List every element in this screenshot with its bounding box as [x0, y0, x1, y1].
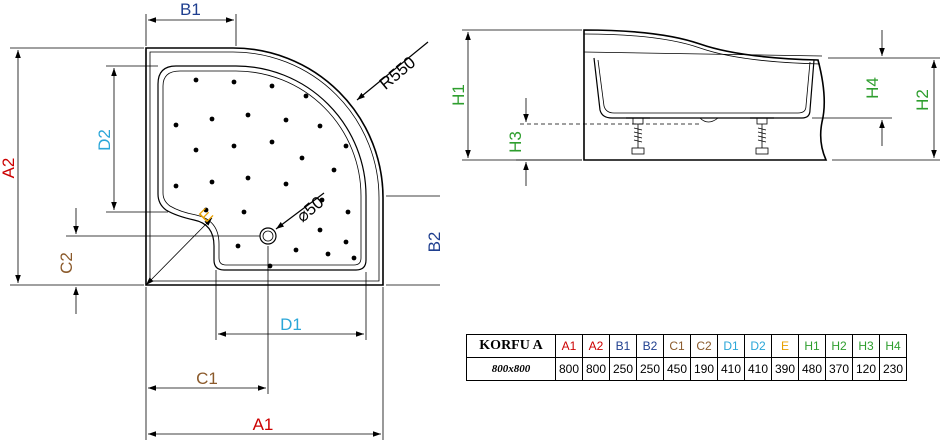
header-cell: A2	[582, 334, 610, 358]
anti-slip-dot	[269, 83, 275, 89]
drain-outlet	[259, 227, 277, 245]
anti-slip-dot	[173, 122, 179, 128]
header-cell: D2	[744, 334, 772, 358]
label-C1: C1	[196, 369, 218, 388]
label-C2: C2	[57, 252, 76, 274]
header-cell: H2	[825, 334, 853, 358]
anti-slip-dot	[209, 116, 215, 122]
value-cell: 370	[825, 357, 853, 381]
value-cell: 410	[744, 357, 772, 381]
anti-slip-dot	[231, 143, 237, 149]
anti-slip-dot	[317, 227, 323, 233]
label-A1: A1	[253, 415, 274, 434]
tray-outline	[145, 47, 384, 286]
tray-side-basin	[593, 57, 815, 119]
value-cell: 390	[771, 357, 799, 381]
label-B1: B1	[180, 0, 201, 19]
anti-slip-dot	[343, 239, 349, 245]
anti-slip-dot	[203, 207, 209, 213]
anti-slip-dots	[173, 77, 357, 269]
header-cell: D1	[717, 334, 745, 358]
label-D2: D2	[95, 129, 114, 151]
anti-slip-dot	[303, 93, 309, 99]
anti-slip-dot	[283, 181, 289, 187]
value-cell: 450	[663, 357, 691, 381]
model-size: 800x800	[466, 357, 556, 381]
leg-left	[626, 117, 650, 155]
label-H2: H2	[913, 89, 932, 111]
anti-slip-dot	[345, 209, 351, 215]
label-D1: D1	[280, 315, 302, 334]
header-cell: H3	[852, 334, 880, 358]
label-radius: R550	[376, 53, 419, 94]
header-cell: H4	[879, 334, 907, 358]
tray-side-body	[583, 29, 828, 161]
anti-slip-dot	[343, 143, 349, 149]
anti-slip-dot	[283, 117, 289, 123]
anti-slip-dot	[193, 77, 199, 83]
header-cell: C2	[690, 334, 718, 358]
anti-slip-dot	[235, 243, 241, 249]
anti-slip-dot	[269, 139, 275, 145]
anti-slip-dot	[245, 175, 251, 181]
label-E: E	[195, 205, 216, 226]
tray-basin	[157, 65, 367, 271]
header-cell: B2	[636, 334, 664, 358]
plan-view: R550 ⌀50 E B1 A2 D2 C2 B2	[0, 0, 444, 440]
anti-slip-dot	[319, 197, 325, 203]
anti-slip-dot	[209, 179, 215, 185]
value-cell: 480	[798, 357, 826, 381]
value-cell: 410	[717, 357, 745, 381]
header-cell: H1	[798, 334, 826, 358]
header-cell: E	[771, 334, 799, 358]
table-row: 800x800 800 800 250 250 450 190 410 410 …	[466, 357, 907, 381]
anti-slip-dot	[173, 183, 179, 189]
value-cell: 800	[555, 357, 583, 381]
label-A2: A2	[0, 158, 18, 179]
value-cell: 800	[582, 357, 610, 381]
anti-slip-dot	[331, 167, 337, 173]
anti-slip-dot	[351, 255, 357, 261]
anti-slip-dot	[231, 79, 237, 85]
tray-basin-inner	[162, 70, 362, 266]
anti-slip-dot	[317, 123, 323, 129]
anti-slip-dot	[193, 147, 199, 153]
value-cell: 250	[636, 357, 664, 381]
label-B2: B2	[425, 232, 444, 253]
tray-outline-inner	[149, 51, 380, 282]
anti-slip-dot	[299, 155, 305, 161]
anti-slip-dot	[241, 209, 247, 215]
value-cell: 230	[879, 357, 907, 381]
label-H1: H1	[449, 84, 468, 106]
header-cell: A1	[555, 334, 583, 358]
anti-slip-dot	[245, 112, 251, 118]
drain-outlet-inner	[262, 230, 274, 242]
side-view: H1 H3 H2 H4	[449, 29, 940, 186]
table-header-row: KORFU A A1 A2 B1 B2 C1 C2 D1 D2 E H1 H2 …	[466, 334, 907, 358]
value-cell: 190	[690, 357, 718, 381]
header-cell: B1	[609, 334, 637, 358]
label-H4: H4	[863, 77, 882, 99]
value-cell: 250	[609, 357, 637, 381]
header-cell: C1	[663, 334, 691, 358]
anti-slip-dot	[325, 251, 331, 257]
anti-slip-dot	[293, 247, 299, 253]
model-name: KORFU A	[466, 334, 556, 358]
label-H3: H3	[506, 131, 525, 153]
spec-table: KORFU A A1 A2 B1 B2 C1 C2 D1 D2 E H1 H2 …	[466, 334, 907, 381]
anti-slip-dot	[267, 263, 273, 269]
leg-right	[750, 117, 774, 155]
value-cell: 120	[852, 357, 880, 381]
